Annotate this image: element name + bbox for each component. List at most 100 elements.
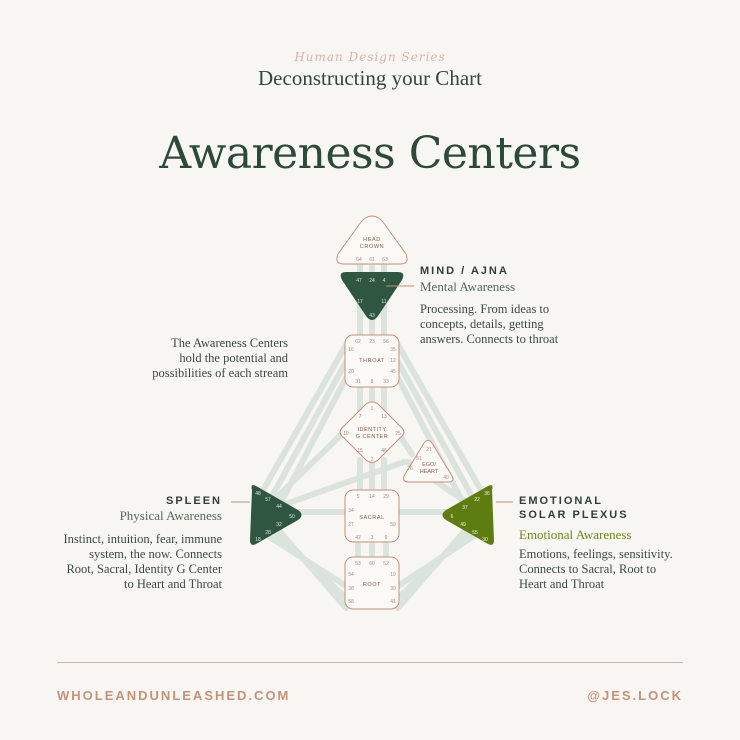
crown-label: CROWN (360, 244, 384, 250)
intro-line: hold the potential and (179, 351, 288, 365)
gate: 25 (395, 431, 401, 437)
throat-center: THROAT 62 23 56 16 35 20 12 45 31 8 33 (344, 334, 400, 388)
spleen-label-block: SPLEEN Physical Awareness Instinct, intu… (30, 495, 223, 592)
desc-line: Root, Sacral, Identity G Center (66, 562, 222, 576)
social-handle[interactable]: @JES.LOCK (587, 688, 683, 703)
emotional-awareness: Emotional Awareness (519, 527, 632, 542)
g-center-label: G CENTER (356, 434, 388, 440)
gate: 24 (369, 278, 375, 284)
gate: 49 (460, 522, 466, 528)
series-label: Human Design Series (294, 50, 446, 64)
root-label: ROOT (363, 582, 381, 588)
solar-plexus-center: 36 22 37 6 49 55 30 (442, 485, 494, 545)
gate: 23 (369, 339, 375, 345)
emotional-heading-2: SOLAR PLEXUS (519, 509, 629, 521)
gate: 48 (255, 491, 261, 497)
gate: 45 (390, 369, 396, 375)
sacral-label: SACRAL (359, 515, 385, 521)
spleen-center: 48 57 44 50 32 28 18 (250, 485, 302, 545)
gate: 26 (407, 466, 413, 472)
gate: 17 (357, 299, 363, 305)
sacral-center: SACRAL 5 14 29 34 27 59 42 3 9 (344, 489, 400, 543)
page-title: Awareness Centers (159, 128, 581, 179)
footer-divider (57, 662, 683, 663)
desc-line: answers. Connects to throat (420, 332, 559, 346)
gate: 56 (383, 339, 389, 345)
gate: 28 (265, 530, 271, 536)
mind-label-block: MIND / AJNA Mental Awareness Processing.… (420, 265, 620, 347)
gate: 19 (390, 572, 396, 578)
gate: 5 (357, 494, 360, 500)
gate: 50 (289, 514, 295, 520)
gate: 8 (371, 379, 374, 385)
gate: 14 (369, 494, 375, 500)
gate: 32 (276, 522, 282, 528)
gate: 61 (369, 257, 375, 263)
gate: 30 (482, 537, 488, 543)
gate: 15 (357, 448, 363, 454)
gate: 33 (383, 379, 389, 385)
spleen-heading: SPLEEN (165, 495, 222, 507)
gate: 60 (369, 561, 375, 567)
mind-heading: MIND / AJNA (420, 265, 509, 277)
gate: 43 (369, 313, 375, 319)
gate: 12 (390, 358, 396, 364)
gate: 52 (383, 561, 389, 567)
gate: 34 (348, 508, 354, 514)
gate: 46 (381, 448, 387, 454)
desc-line: Emotions, feelings, sensitivity. (519, 547, 673, 561)
g-center: IDENTITY G CENTER 1 7 13 10 25 15 46 2 (339, 401, 405, 463)
gate: 36 (484, 491, 490, 497)
gate: 38 (348, 586, 354, 592)
gate: 11 (381, 299, 386, 305)
emotional-description: Emotions, feelings, sensitivity. Connect… (519, 547, 719, 592)
gate: 41 (390, 599, 396, 605)
gate: 31 (355, 379, 361, 385)
gate: 9 (385, 535, 388, 541)
desc-line: Processing. From ideas to (420, 302, 550, 316)
gate: 64 (356, 257, 362, 263)
gate: 54 (348, 572, 354, 578)
emotional-heading-1: EMOTIONAL (519, 495, 603, 507)
gate: 51 (416, 456, 422, 462)
gate: 47 (356, 278, 362, 284)
desc-line: system, the now. Connects (89, 547, 222, 561)
emotional-label-block: EMOTIONAL SOLAR PLEXUS Emotional Awarene… (519, 495, 719, 592)
gate: 39 (390, 586, 396, 592)
gate: 59 (390, 522, 396, 528)
website-link[interactable]: WHOLEANDUNLEASHED.COM (57, 688, 291, 703)
desc-line: Heart and Throat (519, 577, 605, 591)
gate: 10 (343, 431, 349, 437)
gate: 57 (265, 497, 271, 503)
desc-line: Instinct, intuition, fear, immune (63, 532, 223, 546)
gate: 62 (355, 339, 361, 345)
gate: 29 (383, 494, 389, 500)
mind-description: Processing. From ideas to concepts, deta… (420, 302, 620, 347)
head-center: HEAD CROWN 64 61 63 (336, 215, 408, 265)
heart-label: HEART (420, 469, 439, 475)
gate: 13 (381, 414, 387, 420)
gate: 21 (426, 447, 432, 453)
gate: 3 (371, 535, 374, 541)
desc-line: concepts, details, getting (420, 317, 544, 331)
intro-line: possibilities of each stream (152, 366, 288, 380)
gate: 35 (390, 347, 396, 353)
spleen-description: Instinct, intuition, fear, immune system… (30, 532, 223, 592)
gate: 18 (255, 537, 261, 543)
spleen-awareness: Physical Awareness (119, 508, 222, 523)
gate: 63 (382, 257, 388, 263)
subtitle: Deconstructing your Chart (258, 66, 482, 90)
mind-awareness: Mental Awareness (420, 279, 516, 294)
gate: 42 (355, 535, 361, 541)
root-center: ROOT 53 60 52 54 19 38 39 58 41 (344, 556, 400, 610)
throat-label: THROAT (359, 358, 385, 364)
ajna-center: 47 24 4 17 11 43 (340, 272, 404, 320)
gate: 4 (383, 278, 386, 284)
gate: 37 (462, 505, 468, 511)
gate: 55 (472, 530, 478, 536)
gate: 58 (348, 599, 354, 605)
identity-label: IDENTITY (357, 427, 386, 433)
head-label: HEAD (363, 237, 381, 243)
gate: 22 (474, 497, 480, 503)
